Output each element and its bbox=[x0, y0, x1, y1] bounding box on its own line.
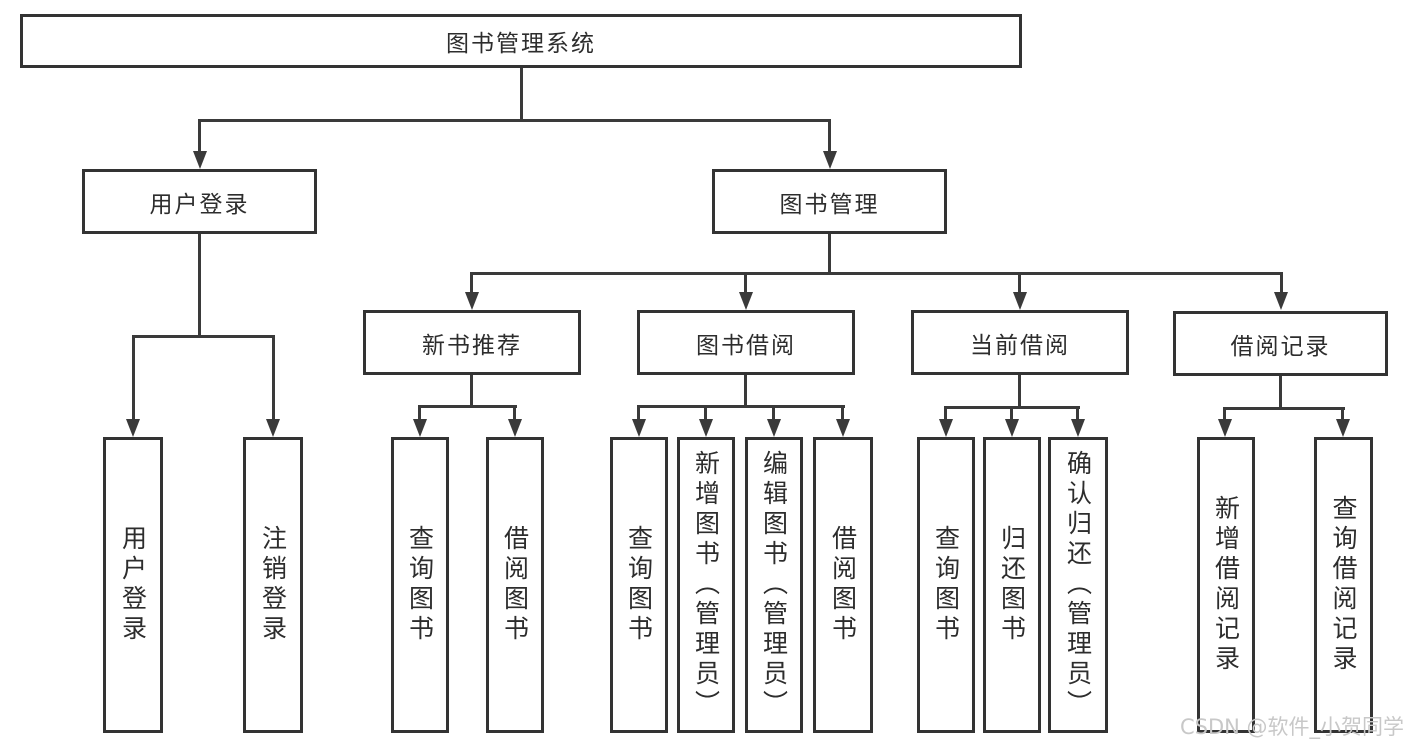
arrow-down-icon bbox=[1071, 419, 1085, 437]
node-label: 图书借阅 bbox=[696, 332, 796, 359]
node-label: 用户登录 bbox=[118, 525, 148, 645]
node-current-borrow: 当前借阅 bbox=[911, 310, 1129, 375]
arrow-down-icon bbox=[1274, 292, 1288, 310]
arrow-down-icon bbox=[823, 151, 837, 169]
arrow-down-icon bbox=[632, 419, 646, 437]
node-label: 借阅图书 bbox=[500, 525, 530, 645]
node-label: 图书管理系统 bbox=[446, 31, 596, 57]
connector-line bbox=[744, 272, 747, 294]
arrow-down-icon bbox=[1336, 419, 1350, 437]
arrow-down-icon bbox=[1005, 419, 1019, 437]
connector-line bbox=[637, 405, 845, 408]
leaf-borrow-books-recommend: 借阅图书 bbox=[486, 437, 544, 733]
node-label: 图书管理 bbox=[779, 191, 880, 218]
connector-line bbox=[470, 272, 1283, 275]
arrow-down-icon bbox=[1013, 292, 1027, 310]
connector-line bbox=[1018, 272, 1021, 294]
node-label: 借阅记录 bbox=[1230, 333, 1331, 360]
node-label: 新增图书（管理员） bbox=[691, 450, 721, 720]
leaf-borrow-books: 借阅图书 bbox=[813, 437, 873, 733]
node-label: 当前借阅 bbox=[970, 332, 1070, 359]
node-label: 新书推荐 bbox=[422, 332, 522, 359]
connector-line bbox=[841, 405, 844, 421]
leaf-edit-books-admin: 编辑图书（管理员） bbox=[745, 437, 803, 733]
connector-line bbox=[1010, 406, 1013, 421]
leaf-add-borrow-record: 新增借阅记录 bbox=[1197, 437, 1255, 733]
leaf-return-books: 归还图书 bbox=[983, 437, 1041, 733]
connector-line bbox=[198, 119, 201, 153]
connector-line bbox=[132, 335, 275, 338]
connector-line bbox=[520, 68, 523, 119]
leaf-confirm-return-admin: 确认归还（管理员） bbox=[1048, 437, 1108, 733]
node-label: 用户登录 bbox=[149, 191, 250, 218]
node-label: 查询借阅记录 bbox=[1329, 495, 1358, 675]
arrow-down-icon bbox=[413, 419, 427, 437]
connector-line bbox=[418, 405, 421, 421]
arrow-down-icon bbox=[465, 292, 479, 310]
node-new-book-recommend: 新书推荐 bbox=[363, 310, 581, 375]
arrow-down-icon bbox=[193, 151, 207, 169]
node-library-system: 图书管理系统 bbox=[20, 14, 1022, 68]
connector-line bbox=[470, 272, 473, 294]
node-book-borrow: 图书借阅 bbox=[637, 310, 855, 375]
node-user-login: 用户登录 bbox=[82, 169, 317, 234]
arrow-down-icon bbox=[939, 419, 953, 437]
arrow-down-icon bbox=[699, 419, 713, 437]
node-label: 编辑图书（管理员） bbox=[759, 450, 789, 720]
connector-line bbox=[513, 405, 516, 421]
arrow-down-icon bbox=[126, 419, 140, 437]
node-label: 查询图书 bbox=[931, 525, 961, 645]
connector-line bbox=[828, 234, 831, 272]
connector-line bbox=[744, 375, 747, 405]
connector-line bbox=[944, 406, 947, 421]
connector-line bbox=[1223, 407, 1226, 421]
leaf-logout-login: 注销登录 bbox=[243, 437, 303, 733]
arrow-down-icon bbox=[508, 419, 522, 437]
connector-line bbox=[470, 375, 473, 405]
node-label: 确认归还（管理员） bbox=[1063, 450, 1093, 720]
connector-line bbox=[132, 335, 135, 421]
connector-line bbox=[1341, 407, 1344, 421]
leaf-query-books-recommend: 查询图书 bbox=[391, 437, 449, 733]
connector-line bbox=[1076, 406, 1079, 421]
arrow-down-icon bbox=[739, 292, 753, 310]
node-borrow-records: 借阅记录 bbox=[1173, 311, 1388, 376]
node-label: 注销登录 bbox=[258, 525, 288, 645]
connector-line bbox=[1223, 407, 1345, 410]
node-label: 新增借阅记录 bbox=[1211, 495, 1241, 675]
leaf-add-books-admin: 新增图书（管理员） bbox=[677, 437, 735, 733]
leaf-query-books: 查询图书 bbox=[610, 437, 668, 733]
connector-line bbox=[272, 335, 275, 421]
arrow-down-icon bbox=[1218, 419, 1232, 437]
connector-line bbox=[704, 405, 707, 421]
connector-line bbox=[1280, 272, 1283, 294]
connector-line bbox=[1279, 376, 1282, 407]
node-book-management: 图书管理 bbox=[712, 169, 947, 234]
connector-line bbox=[1018, 375, 1021, 406]
node-label: 查询图书 bbox=[405, 525, 435, 645]
connector-line bbox=[772, 405, 775, 421]
leaf-query-books-current: 查询图书 bbox=[917, 437, 975, 733]
connector-line bbox=[637, 405, 640, 421]
node-label: 查询图书 bbox=[624, 525, 654, 645]
csdn-watermark: CSDN @软件_小贺同学 bbox=[1180, 715, 1405, 739]
leaf-query-borrow-record: 查询借阅记录 bbox=[1314, 437, 1373, 733]
node-label: 借阅图书 bbox=[828, 525, 858, 645]
node-label: 归还图书 bbox=[997, 525, 1027, 645]
leaf-user-login: 用户登录 bbox=[103, 437, 163, 733]
connector-line bbox=[198, 119, 831, 122]
connector-line bbox=[828, 119, 831, 153]
arrow-down-icon bbox=[767, 419, 781, 437]
arrow-down-icon bbox=[836, 419, 850, 437]
connector-line bbox=[198, 234, 201, 335]
connector-line bbox=[418, 405, 517, 408]
arrow-down-icon bbox=[266, 419, 280, 437]
